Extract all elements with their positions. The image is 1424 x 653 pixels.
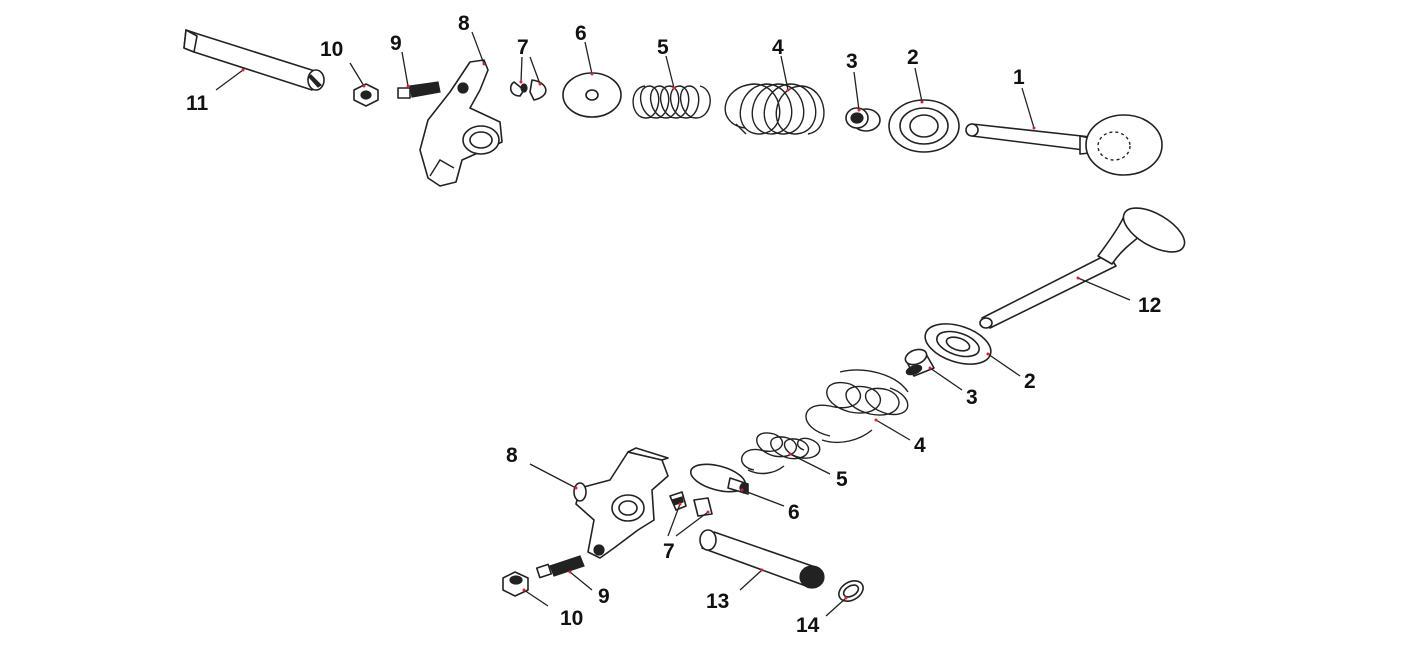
label-top-8: 8 [458,12,470,35]
label-top-6: 6 [575,22,587,45]
label-bottom-7: 7 [663,540,675,563]
part-13-rocker-shaft [699,529,825,589]
part-5b-inner-spring [741,432,821,475]
label-bottom-10: 10 [560,607,583,630]
part-14-washer [838,580,864,602]
part-11-rocker-shaft [183,29,325,91]
part-6-spring-retainer [562,72,622,118]
label-bottom-2: 2 [1024,370,1036,393]
part-6b-spring-retainer [689,463,749,495]
label-top-10: 10 [320,38,343,61]
label-bottom-5: 5 [836,468,848,491]
part-4-outer-spring [724,83,825,135]
part-1-intake-valve [965,114,1163,176]
label-top-4: 4 [772,36,784,59]
part-7-valve-keepers [509,79,547,101]
part-8-rocker-arm [419,59,503,187]
part-5-inner-spring [632,85,711,119]
label-bottom-12: 12 [1138,294,1161,317]
label-bottom-4: 4 [914,434,926,457]
label-top-7: 7 [517,36,529,59]
label-bottom-14: 14 [796,614,820,637]
part-9-adjusting-screw [397,81,441,99]
label-top-9: 9 [390,32,402,55]
label-top-2: 2 [907,46,919,69]
label-bottom-3: 3 [966,386,978,409]
bottom-labels: 12 2 3 4 5 6 7 8 9 10 13 14 [506,294,1161,637]
bottom-leaders [522,276,1131,617]
part-2b-spring-seat [924,323,992,365]
label-bottom-6: 6 [788,501,800,524]
part-8b-rocker-arm [573,447,669,559]
part-3-valve-stem-seal [845,107,881,132]
part-10b-lock-nut [502,571,529,597]
part-2-spring-seat [888,99,960,153]
label-top-11: 11 [186,92,209,115]
label-top-1: 1 [1013,66,1025,89]
part-3b-valve-stem-seal [904,348,935,377]
part-4b-outer-spring [805,369,909,444]
part-9b-adjusting-screw [535,555,585,579]
part-12-exhaust-valve [979,207,1186,329]
label-bottom-9: 9 [598,585,610,608]
label-top-3: 3 [846,50,858,73]
label-top-5: 5 [657,36,669,59]
label-bottom-8: 8 [506,444,518,467]
top-leaders [215,31,1036,130]
top-labels: 11 10 9 8 7 6 5 4 3 2 1 [186,12,1025,115]
part-10-lock-nut [353,83,379,107]
label-bottom-13: 13 [706,590,729,613]
